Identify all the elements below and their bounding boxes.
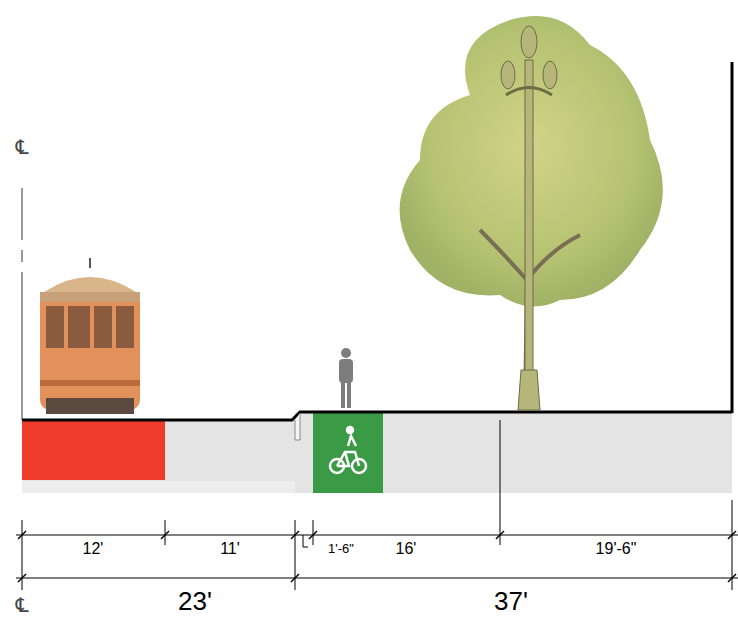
building-wall (731, 62, 734, 413)
bike-symbol (330, 427, 366, 473)
dimension-lines (16, 420, 738, 590)
roadway (22, 420, 295, 493)
centerline-symbol: ℄ (16, 137, 29, 157)
centerline-symbol: ℄ (16, 595, 29, 615)
roadway-base (22, 481, 295, 493)
dimension: 19'-6" (596, 541, 637, 557)
dimension: 16' (396, 541, 417, 557)
street-tree (400, 16, 663, 410)
curb (295, 413, 300, 440)
dimension: 1'-6" (328, 542, 354, 555)
dimension-total: 23' (178, 588, 212, 614)
dimension-total: 37' (494, 588, 528, 614)
sidewalk-band (295, 413, 732, 493)
streetcar (40, 258, 140, 414)
dimension: 12' (83, 541, 104, 557)
transit-lane (22, 420, 165, 480)
dimension: 11' (220, 541, 240, 557)
centerline (21, 188, 22, 420)
lamp-post (501, 26, 557, 410)
bike-lane (313, 413, 383, 493)
cyclist (339, 348, 353, 408)
